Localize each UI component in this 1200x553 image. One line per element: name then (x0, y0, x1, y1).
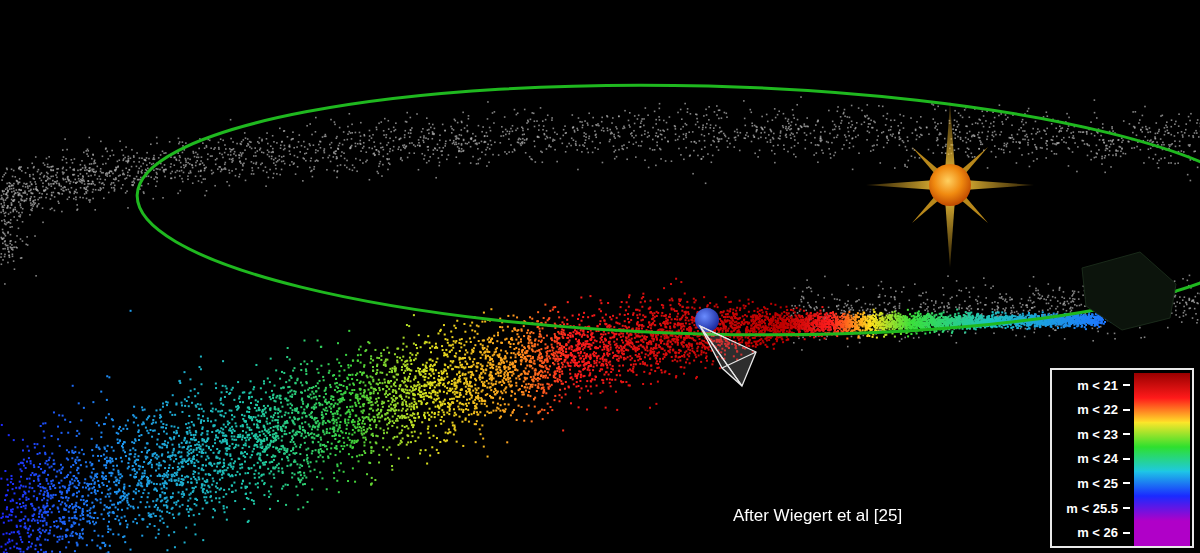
legend-tick (1123, 532, 1130, 534)
spacecraft-symbol (700, 326, 756, 386)
legend-text: m < 24 (1077, 451, 1118, 466)
legend-tick (1123, 458, 1130, 460)
legend-swatch (1134, 521, 1190, 546)
legend-text: m < 22 (1077, 402, 1118, 417)
legend-swatch (1134, 471, 1190, 496)
magnitude-legend: m < 21 m < 22 m < 23 m < 24 m < 25 m < 25.5 m … (1050, 368, 1194, 548)
legend-swatch (1134, 422, 1190, 447)
legend-text: m < 25 (1077, 476, 1118, 491)
legend-swatch (1134, 496, 1190, 521)
legend-tick (1123, 384, 1130, 386)
legend-swatch (1134, 447, 1190, 472)
legend-swatch (1134, 398, 1190, 423)
legend-tick (1123, 409, 1130, 411)
legend-text: m < 21 (1077, 378, 1118, 393)
legend-text: m < 25.5 (1066, 501, 1118, 516)
earth-symbol (695, 308, 719, 332)
legend-text: m < 26 (1077, 525, 1118, 540)
legend-tick (1123, 433, 1130, 435)
sun-symbol (866, 103, 1034, 268)
legend-tick (1123, 507, 1130, 509)
credit-label: After Wiegert et al [25] (733, 506, 902, 526)
legend-swatch (1134, 373, 1190, 398)
faint-spacecraft (1082, 252, 1176, 330)
earth-orbit (134, 71, 1200, 349)
legend-tick (1123, 482, 1130, 484)
legend-text: m < 23 (1077, 427, 1118, 442)
